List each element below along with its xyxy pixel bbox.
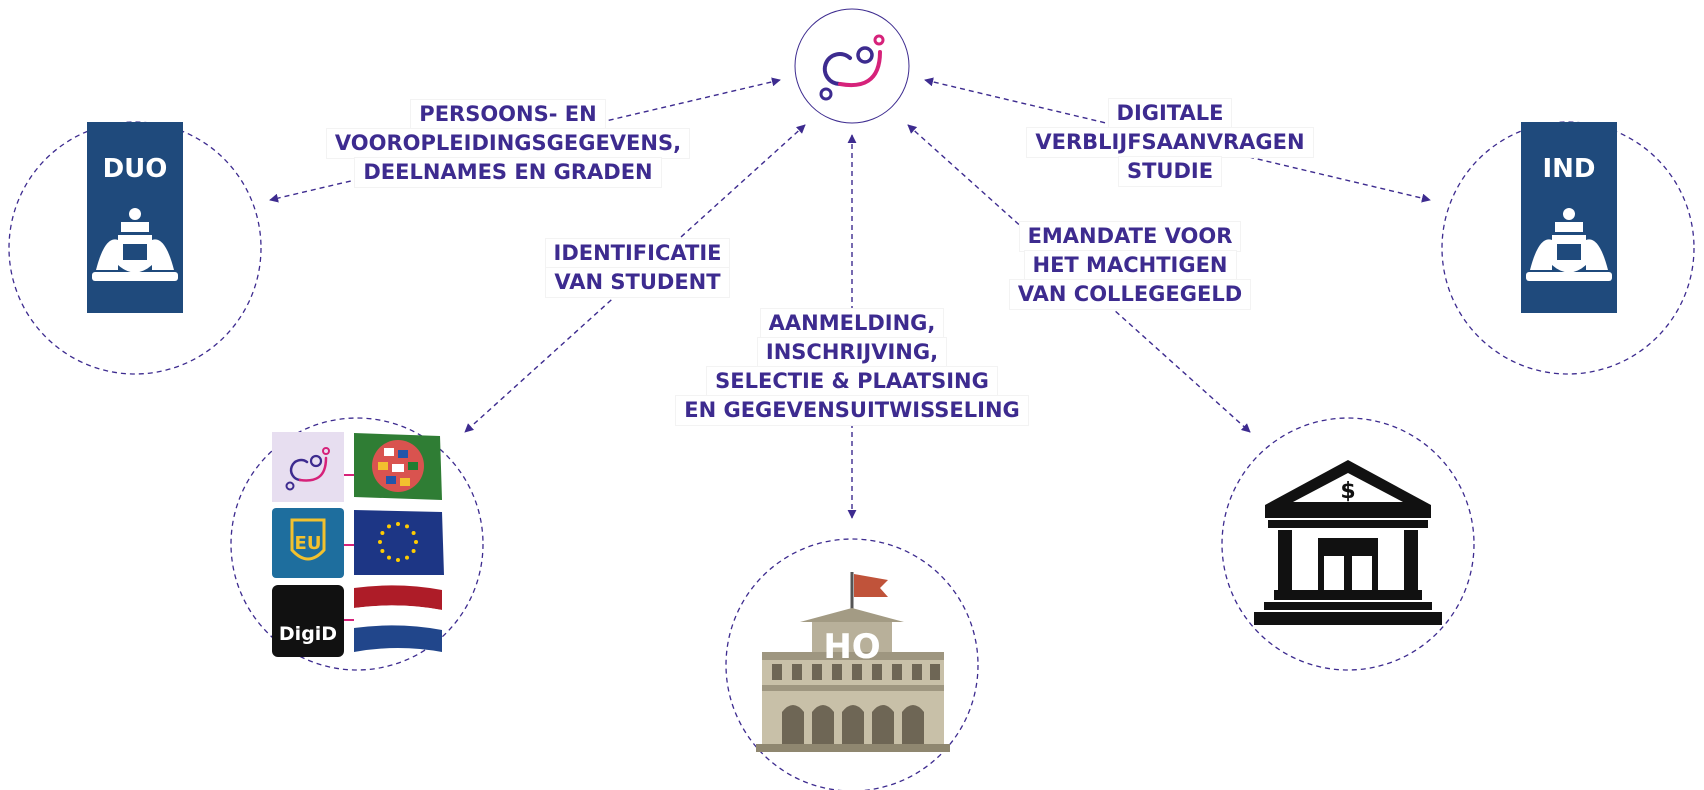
identity-node: EU DigiD [230,417,484,671]
bank-node: $ [1221,417,1475,671]
svg-text:$: $ [1340,479,1355,504]
arrow-hub-ind [924,77,1431,203]
duo-node: DUO [8,121,262,375]
label-line: SELECTIE & PLAATSING [707,367,997,396]
ind-logo-text: IND [1542,154,1595,184]
globe-flag-icon [354,433,442,500]
label-line: PERSOONS- EN [411,100,605,129]
label-student-identification: IDENTIFICATIE VAN STUDENT [520,239,755,297]
digid-logo-text: DigiD [279,623,337,645]
label-emandate: EMANDATE VOOR HET MACHTIGEN VAN COLLEGEG… [990,222,1270,309]
label-line: DEELNAMES EN GRADEN [355,158,661,187]
eu-logo-text: EU [295,533,322,554]
university-building-icon [756,572,950,752]
label-line: HET MACHTIGEN [1024,251,1236,280]
ho-logo-text: HO [823,627,880,667]
label-duo-data: PERSOONS- EN VOOROPLEIDINGSGEGEVENS, DEE… [318,100,698,187]
ind-node: IND [1441,121,1695,375]
label-line: EN GEGEVENSUITWISSELING [676,396,1028,425]
eu-flag-icon [354,510,444,575]
label-line: EMANDATE VOOR [1019,222,1241,251]
label-ind-applications: DIGITALE VERBLIJFSAANVRAGEN STUDIE [1000,99,1340,186]
label-line: VOOROPLEIDINGSGEGEVENS, [326,129,690,158]
label-line: INSCHRIJVING, [757,338,947,367]
label-line: IDENTIFICATIE [545,239,730,268]
dutch-flag-icon [354,585,442,652]
label-line: VERBLIJFSAANVRAGEN [1027,128,1313,157]
studielink-logo-icon [819,34,885,101]
label-line: VAN COLLEGEGELD [1009,280,1251,309]
bank-building-icon: $ [1254,460,1442,625]
duo-logo-text: DUO [103,154,168,184]
studielink-logo-icon [285,447,330,491]
label-line: AANMELDING, [760,309,944,338]
hub-node [794,8,910,124]
dutch-coat-of-arms-icon [1526,208,1612,281]
dutch-coat-of-arms-icon [92,208,178,281]
label-line: VAN STUDENT [546,268,729,297]
eu-shield-icon [290,518,326,561]
label-line: DIGITALE [1108,99,1232,128]
label-line: STUDIE [1118,157,1222,186]
label-registration: AANMELDING, INSCHRIJVING, SELECTIE & PLA… [652,309,1052,425]
ho-node: HO [725,538,979,790]
